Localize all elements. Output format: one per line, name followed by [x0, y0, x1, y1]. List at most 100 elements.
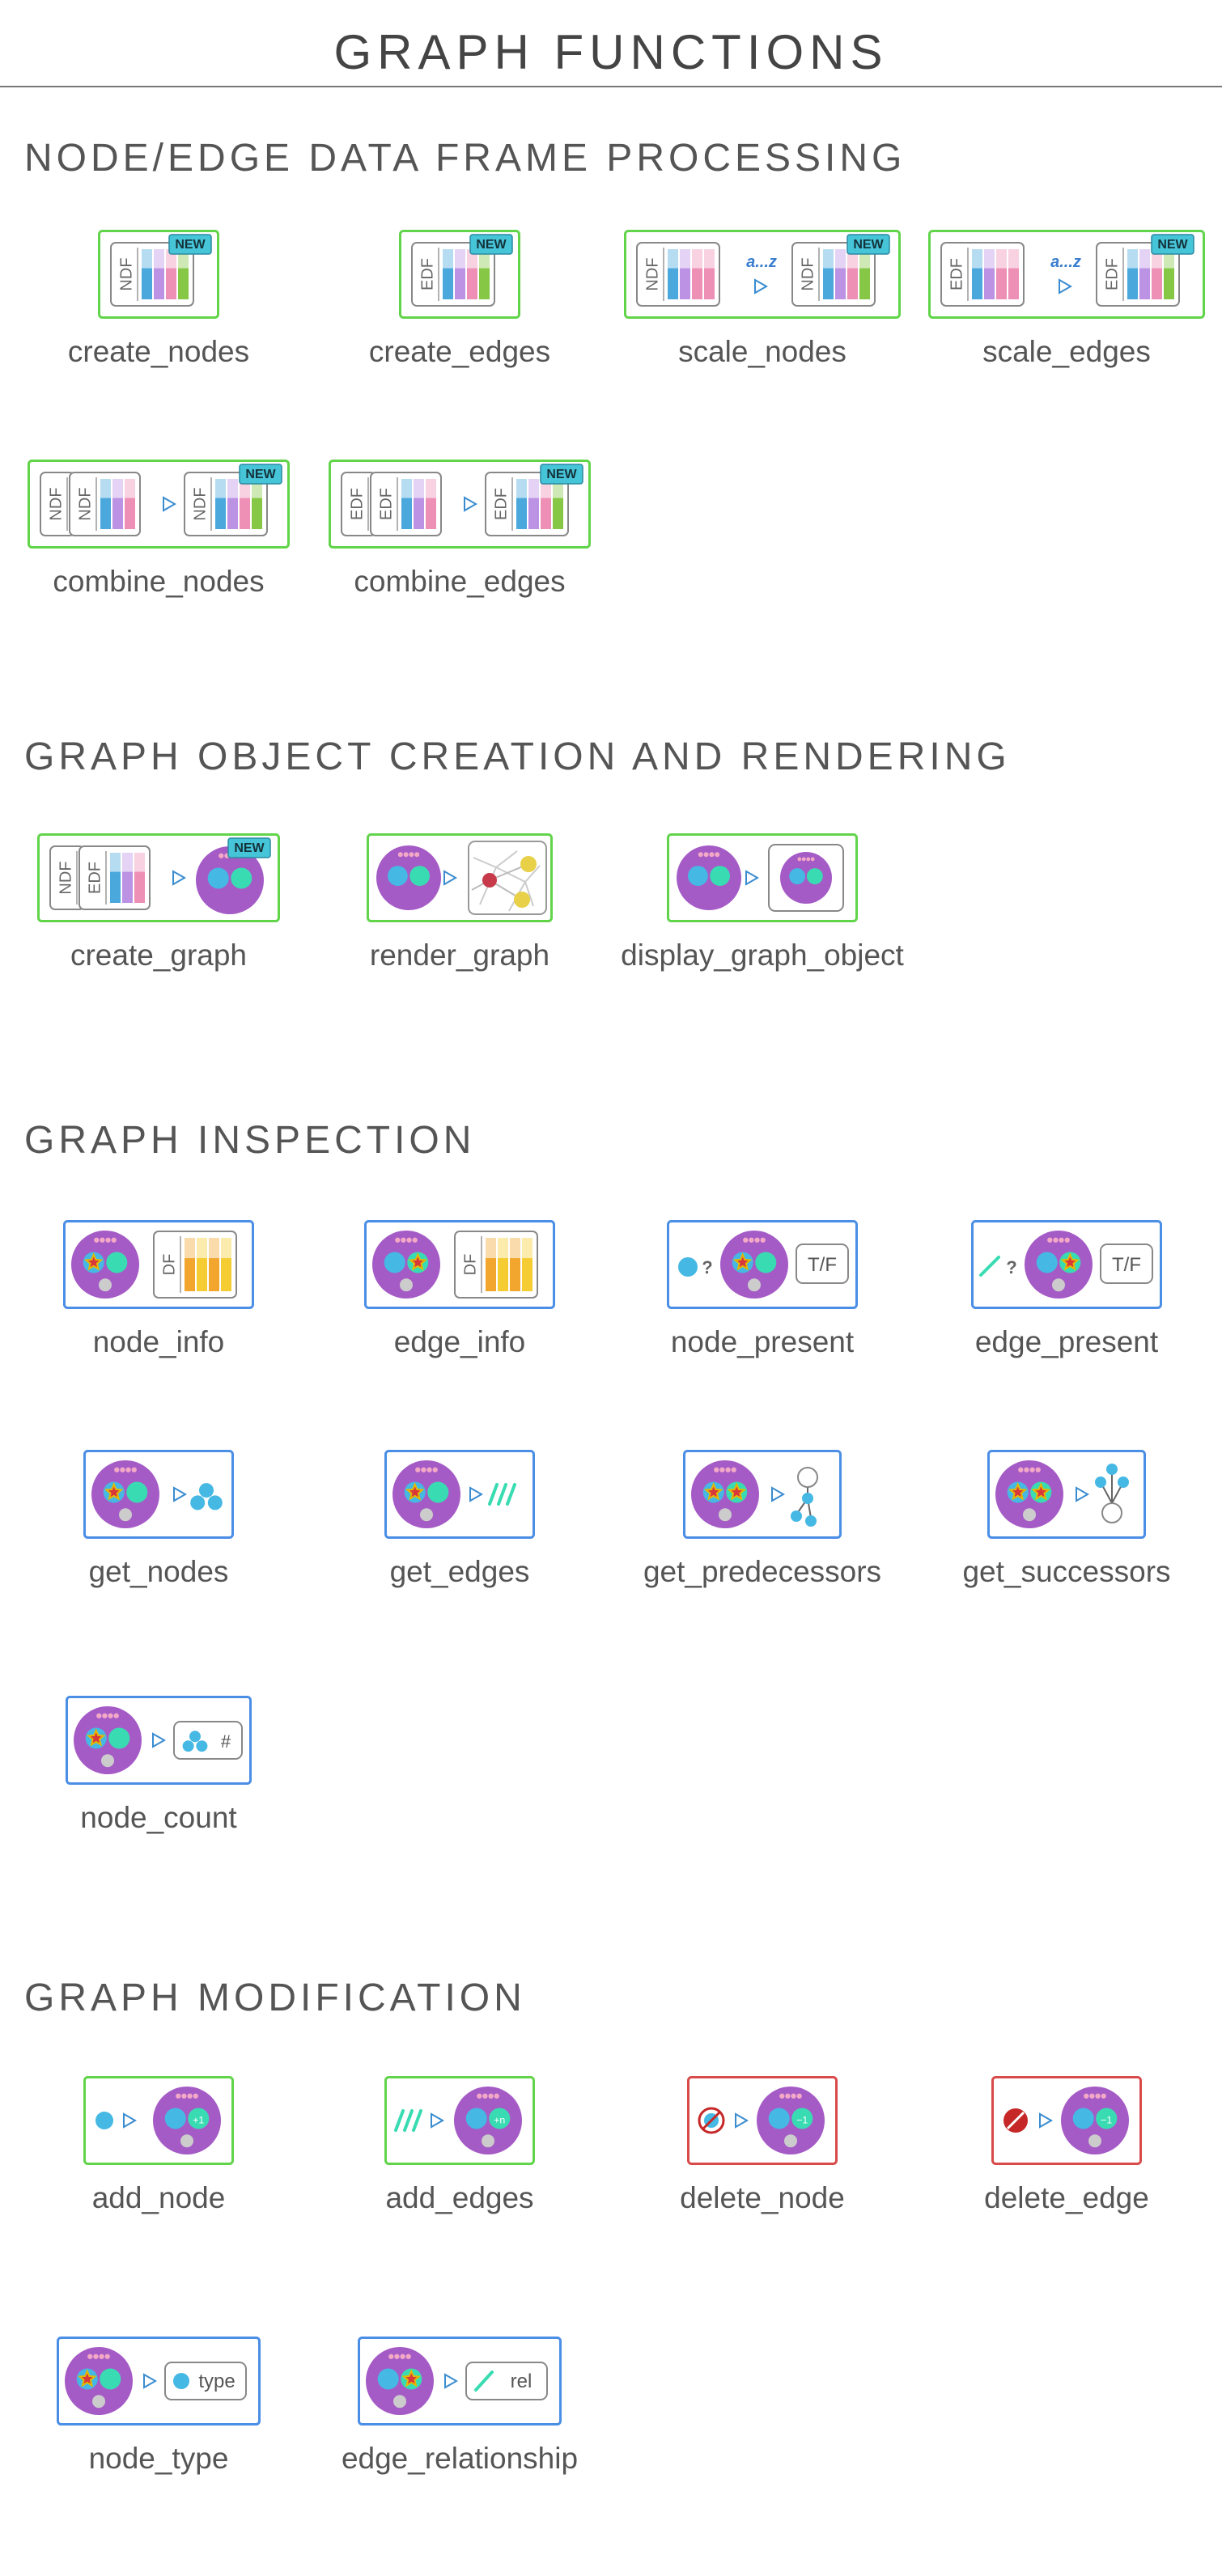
- function-card-edge-relationship: rel edge_relationship: [342, 2337, 578, 2506]
- section-title-creation: GRAPH OBJECT CREATION AND RENDERING: [24, 735, 1011, 778]
- svg-text:NDF: NDF: [643, 257, 661, 290]
- svg-text:EDF: EDF: [418, 258, 436, 290]
- svg-text:NDF: NDF: [47, 487, 65, 520]
- create-nodes-icon: NDF NEW: [98, 230, 219, 319]
- svg-text:EDF: EDF: [492, 488, 510, 520]
- get-nodes-icon: [83, 1450, 234, 1539]
- edge-present-icon: ? T/F: [971, 1220, 1162, 1309]
- function-label: scale_nodes: [678, 335, 846, 368]
- function-card-render-graph: render_graph: [367, 833, 553, 1003]
- function-card-get-predecessors: get_predecessors: [643, 1450, 881, 1620]
- svg-text:a...z: a...z: [1050, 253, 1081, 271]
- page-title: GRAPH FUNCTIONS: [333, 25, 889, 79]
- function-card-display-graph-object: display_graph_object: [621, 833, 904, 1003]
- function-label: combine_nodes: [53, 565, 265, 598]
- function-label: node_present: [670, 1325, 855, 1358]
- svg-text:DF: DF: [461, 1254, 479, 1276]
- function-card-edge-info: DF edge_info: [364, 1220, 555, 1390]
- edge-relationship-icon: rel: [358, 2337, 562, 2426]
- function-card-get-edges: get_edges: [384, 1450, 535, 1620]
- function-label: edge_present: [974, 1325, 1159, 1358]
- function-card-node-info: DF node_info: [63, 1220, 254, 1390]
- svg-text:NDF: NDF: [57, 861, 74, 894]
- node-info-icon: DF: [63, 1220, 254, 1309]
- svg-text:NDF: NDF: [117, 257, 135, 290]
- function-label: get_successors: [962, 1555, 1171, 1588]
- function-label: delete_node: [680, 2181, 845, 2214]
- function-label: add_edges: [385, 2181, 534, 2214]
- section-title-modification: GRAPH MODIFICATION: [24, 1976, 526, 2019]
- svg-text:NEW: NEW: [245, 468, 276, 481]
- svg-text:EDF: EDF: [86, 862, 104, 894]
- svg-text:EDF: EDF: [377, 488, 395, 520]
- function-label: create_graph: [70, 938, 248, 972]
- svg-text:DF: DF: [160, 1254, 178, 1276]
- node-count-icon: #: [66, 1696, 252, 1785]
- create-graph-icon: NDF EDF NEW: [37, 833, 280, 922]
- get-edges-icon: [384, 1450, 535, 1539]
- combine-nodes-icon: NDF NDF NDF NEW: [28, 460, 290, 549]
- function-card-get-nodes: get_nodes: [83, 1450, 234, 1620]
- function-label: add_node: [91, 2181, 226, 2214]
- function-card-node-present: ?T/F node_present: [667, 1220, 858, 1390]
- node-type-icon: type: [57, 2337, 261, 2426]
- add-node-icon: +1: [83, 2076, 234, 2165]
- function-card-create-edges: EDF NEW create_edges: [369, 230, 550, 400]
- function-card-node-type: type node_type: [57, 2337, 261, 2506]
- svg-text:NEW: NEW: [476, 238, 507, 252]
- svg-text:−1: −1: [796, 2114, 808, 2125]
- function-label: scale_edges: [982, 335, 1151, 368]
- svg-text:?: ?: [1006, 1257, 1016, 1277]
- function-card-edge-present: ? T/F edge_present: [971, 1220, 1162, 1390]
- svg-text:−1: −1: [1101, 2114, 1112, 2125]
- function-label: edge_relationship: [341, 2442, 579, 2475]
- delete-node-icon: −1: [687, 2076, 838, 2165]
- edge-info-icon: DF: [364, 1220, 555, 1309]
- svg-text:?: ?: [702, 1257, 712, 1277]
- svg-text:T/F: T/F: [1112, 1254, 1141, 1276]
- function-card-add-edges: +n add_edges: [384, 2076, 535, 2246]
- function-label: create_nodes: [67, 335, 250, 368]
- function-label: render_graph: [369, 938, 550, 972]
- svg-text:NEW: NEW: [175, 238, 206, 252]
- svg-text:a...z: a...z: [746, 253, 777, 271]
- function-card-get-successors: get_successors: [962, 1450, 1171, 1620]
- title-rule: [0, 86, 1222, 87]
- function-label: delete_edge: [984, 2181, 1149, 2214]
- svg-text:NEW: NEW: [234, 841, 265, 855]
- svg-text:#: #: [221, 1731, 231, 1752]
- svg-text:EDF: EDF: [348, 488, 366, 520]
- function-label: node_type: [88, 2442, 229, 2475]
- render-graph-icon: [367, 833, 553, 922]
- delete-edge-icon: −1: [991, 2076, 1142, 2165]
- function-label: node_info: [92, 1325, 225, 1358]
- svg-text:NDF: NDF: [191, 487, 209, 520]
- function-card-create-nodes: NDF NEW create_nodes: [68, 230, 249, 400]
- function-card-combine-nodes: NDF NDF NDF NEW combine_nodes: [28, 460, 290, 629]
- svg-text:EDF: EDF: [1103, 258, 1121, 290]
- section-title-inspection: GRAPH INSPECTION: [24, 1119, 476, 1162]
- function-label: node_count: [80, 1801, 237, 1834]
- function-label: create_edges: [368, 335, 551, 368]
- function-card-add-node: +1 add_node: [83, 2076, 234, 2246]
- svg-text:NEW: NEW: [546, 468, 577, 481]
- svg-text:type: type: [198, 2371, 235, 2392]
- get-successors-icon: [987, 1450, 1146, 1539]
- function-label: edge_info: [393, 1325, 526, 1358]
- function-label: combine_edges: [354, 565, 566, 598]
- get-predecessors-icon: [683, 1450, 842, 1539]
- function-card-delete-edge: −1 delete_edge: [984, 2076, 1149, 2246]
- function-label: display_graph_object: [621, 938, 904, 972]
- function-card-create-graph: NDF EDF NEW create_graph: [37, 833, 280, 1003]
- function-label: get_nodes: [88, 1555, 229, 1588]
- svg-text:NEW: NEW: [853, 238, 884, 252]
- svg-text:NDF: NDF: [76, 487, 94, 520]
- svg-text:+n: +n: [494, 2114, 505, 2125]
- function-label: get_edges: [389, 1555, 530, 1588]
- node-present-icon: ?T/F: [667, 1220, 858, 1309]
- function-label: get_predecessors: [643, 1555, 882, 1588]
- svg-text:rel: rel: [511, 2371, 533, 2392]
